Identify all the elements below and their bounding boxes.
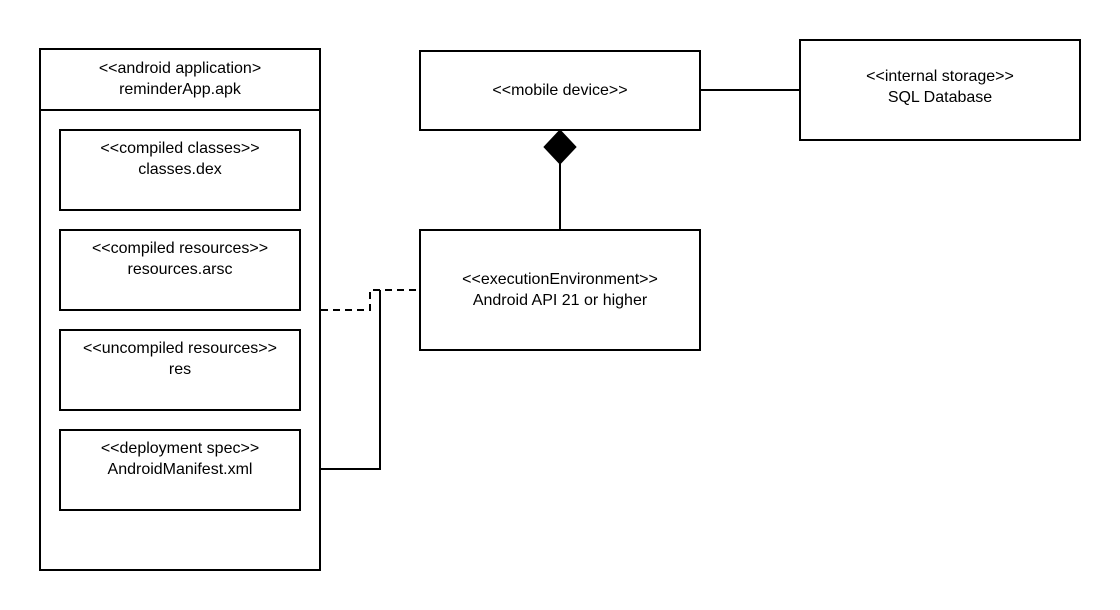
- artifact-compiled-resources: <<compiled resources>> resources.arsc: [59, 229, 301, 311]
- internal-storage-name: SQL Database: [887, 89, 993, 106]
- artifact-name: resources.arsc: [127, 261, 233, 278]
- artifact-stereotype: <<compiled resources>>: [91, 240, 269, 257]
- artifact-uncompiled-resources: <<uncompiled resources>> res: [59, 329, 301, 411]
- manifest-connector-line: [300, 290, 381, 470]
- artifact-name: res: [168, 361, 192, 378]
- composition-diamond-icon: [543, 129, 577, 165]
- artifact-stereotype: <<uncompiled resources>>: [83, 340, 277, 357]
- artifact-name: classes.dex: [138, 161, 222, 178]
- execution-environment-name: Android API 21 or higher: [472, 292, 648, 309]
- artifact-stereotype: <<deployment spec>>: [100, 440, 260, 457]
- artifact-compiled-classes: <<compiled classes>> classes.dex: [59, 129, 301, 211]
- execution-environment-stereotype: <<executionEnvironment>>: [462, 271, 658, 288]
- internal-storage-stereotype: <<internal storage>>: [866, 68, 1014, 85]
- mobile-device-node: <<mobile device>>: [419, 50, 701, 131]
- artifact-deployment-spec: <<deployment spec>> AndroidManifest.xml: [59, 429, 301, 511]
- apk-header: <<android application> reminderApp.apk: [41, 50, 319, 111]
- apk-stereotype: <<android application>: [98, 60, 262, 77]
- artifact-name: AndroidManifest.xml: [107, 461, 253, 478]
- apk-name: reminderApp.apk: [119, 81, 241, 98]
- internal-storage-node: <<internal storage>> SQL Database: [799, 39, 1081, 141]
- execution-environment-node: <<executionEnvironment>> Android API 21 …: [419, 229, 701, 351]
- artifact-stereotype: <<compiled classes>>: [100, 140, 260, 157]
- dependency-line-apk-env: [321, 289, 420, 311]
- mobile-device-stereotype: <<mobile device>>: [492, 82, 628, 99]
